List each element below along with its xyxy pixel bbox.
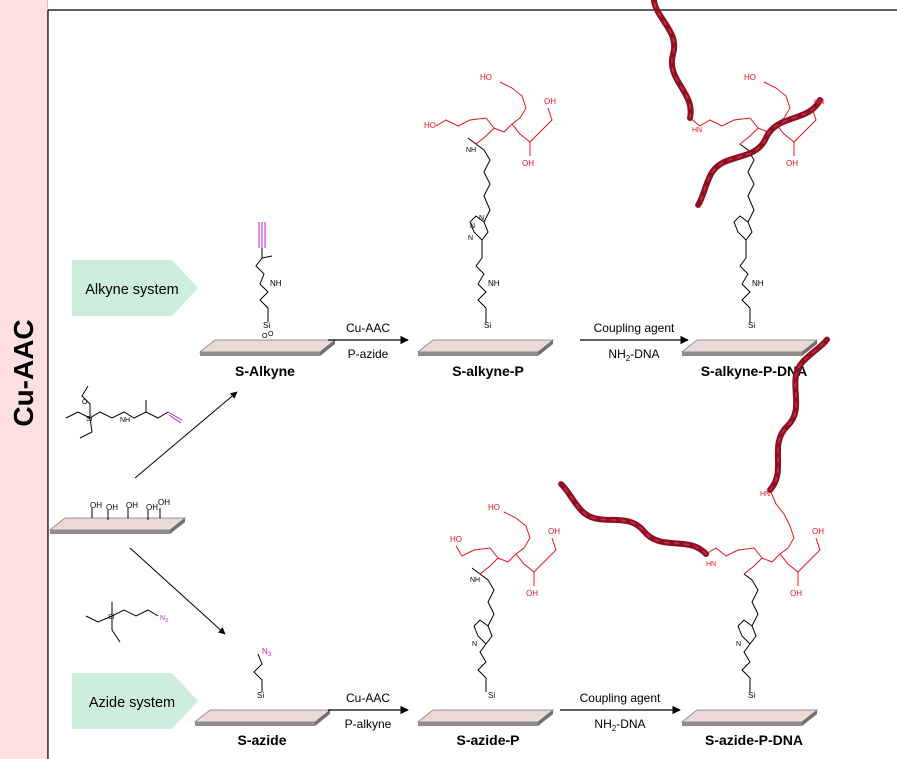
hydroxyl-surface [49, 508, 186, 535]
s-alkyne-p-oh-right: OH [544, 97, 556, 106]
azide-silane-reagent [85, 602, 159, 643]
azide-system-label: Azide system [89, 695, 175, 711]
s-alkyne-p-si: Si [484, 321, 491, 330]
s-azide-p-oh-right: OH [548, 527, 560, 536]
s-azide-p-n1: N [472, 641, 477, 648]
s-azide-p-dna-label: S-azide-P-DNA [705, 732, 803, 748]
azide-coupling-bottom-label: NH2-DNA [594, 717, 645, 733]
arrow-to-s-azide [129, 547, 226, 635]
s-azide-si: Si [257, 691, 264, 700]
azide-silane-n3: N3 [160, 615, 168, 624]
s-alkyne-p-n1: N [479, 215, 484, 222]
surface-oh-5: OH [158, 498, 170, 507]
s-azide-p-nh: NH [470, 577, 480, 584]
surface-oh-3: OH [126, 501, 138, 510]
s-azide-p-dna-si: Si [748, 691, 755, 700]
s-alkyne-structure [199, 222, 336, 357]
s-azide-p-label: S-azide-P [456, 732, 519, 748]
s-azide-p-dna-oh-right: OH [812, 527, 824, 536]
s-alkyne-p-dna-structure [636, 0, 835, 357]
s-alkyne-p-dna-label: S-alkyne-P-DNA [701, 363, 808, 379]
s-alkyne-label: S-Alkyne [235, 363, 295, 379]
s-alkyne-p-structure [417, 81, 554, 357]
surface-oh-4: OH [146, 503, 158, 512]
alkyne-system-label: Alkyne system [85, 282, 178, 298]
s-alkyne-p-dna-ho-top: HO [744, 73, 756, 82]
s-azide-structure [194, 653, 331, 727]
s-alkyne-o1: O [262, 333, 268, 340]
alkyne-silane-nh: NH [120, 417, 130, 424]
alkyne-system-arrow: Alkyne system [72, 260, 198, 316]
s-alkyne-si: Si [263, 321, 270, 330]
s-alkyne-p-dna-nh: NH [752, 279, 764, 288]
s-alkyne-o2: O [268, 331, 274, 338]
arrow-to-s-alkyne [134, 391, 238, 479]
s-alkyne-p-nh-peptide: NH [466, 147, 476, 154]
s-alkyne-p-n2: N [470, 223, 475, 230]
s-alkyne-p-ho-left: HO [424, 121, 436, 130]
surface-oh-1: OH [90, 501, 102, 510]
s-alkyne-p-dna-hn: HN [692, 127, 702, 134]
s-alkyne-nh: NH [270, 279, 282, 288]
s-azide-label: S-azide [237, 732, 286, 748]
s-alkyne-p-nh: NH [488, 279, 500, 288]
azide-coupling-top-label: Coupling agent [580, 691, 661, 705]
s-alkyne-p-n3: N [468, 235, 473, 242]
alkyne-coupling-bottom-label: NH2-DNA [608, 347, 659, 363]
s-azide-p-dna-oh-bottom: OH [790, 589, 802, 598]
s-alkyne-p-oh-bottom: OH [522, 159, 534, 168]
azide-silane-si: Si [108, 614, 115, 621]
s-azide-p-ho-left: HO [450, 535, 462, 544]
s-azide-p-dna-hn-top: HN [760, 491, 770, 498]
alkyne-click-bottom-label: P-azide [348, 347, 389, 361]
alkyne-click-top-label: Cu-AAC [346, 321, 390, 335]
s-azide-p-dna-hn: HN [706, 561, 716, 568]
azide-click-top-label: Cu-AAC [346, 691, 390, 705]
alkyne-silane-reagent [65, 385, 183, 439]
surface-oh-2: OH [106, 503, 118, 512]
alkyne-coupling-top-label: Coupling agent [594, 321, 675, 335]
s-azide-p-si: Si [488, 691, 495, 700]
s-azide-p-structure [417, 511, 557, 727]
s-alkyne-p-ho-top: HO [480, 73, 492, 82]
s-azide-p-oh-bottom: OH [526, 589, 538, 598]
s-alkyne-p-dna-si: Si [748, 321, 755, 330]
alkyne-silane-si: Si [86, 416, 93, 423]
azide-click-bottom-label: P-alkyne [345, 717, 392, 731]
s-alkyne-p-dna-oh: OH [786, 159, 798, 168]
s-azide-p-ho-top: HO [488, 503, 500, 512]
s-alkyne-p-dna-hn-right: HN [814, 99, 824, 106]
alkyne-silane-o: O [82, 399, 88, 406]
s-azide-p-dna-n1: N [736, 641, 741, 648]
azide-system-arrow: Azide system [72, 673, 198, 729]
s-azide-p-dna-structure [553, 334, 827, 727]
s-azide-n3: N3 [262, 647, 272, 658]
s-alkyne-p-label: S-alkyne-P [452, 363, 524, 379]
